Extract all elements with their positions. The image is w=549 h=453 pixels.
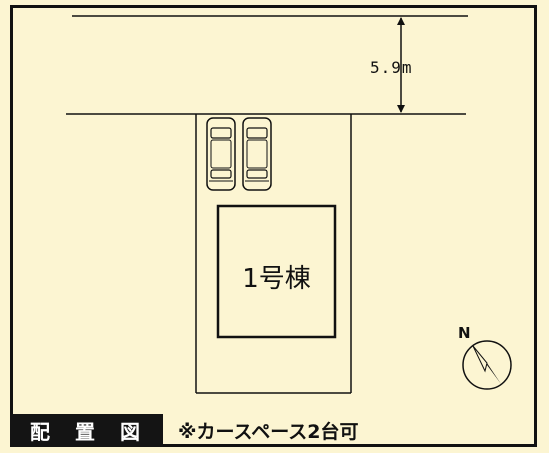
north-label: N	[458, 324, 471, 342]
lot-boundary	[195, 114, 352, 394]
legend-title-text: 配 置 図	[30, 420, 149, 444]
road-width-dimension	[397, 17, 405, 113]
site-plan-frame	[10, 5, 537, 447]
parking-note: ※カースペース2台可	[178, 421, 359, 443]
car-icon	[242, 117, 272, 191]
building-footprint	[216, 204, 337, 339]
legend-title: 配 置 図	[10, 414, 163, 447]
car-icon	[206, 117, 236, 191]
building-label: 1号棟	[242, 264, 311, 294]
north-arrow-icon	[462, 340, 512, 390]
road-width-label: 5.9m	[370, 58, 413, 77]
